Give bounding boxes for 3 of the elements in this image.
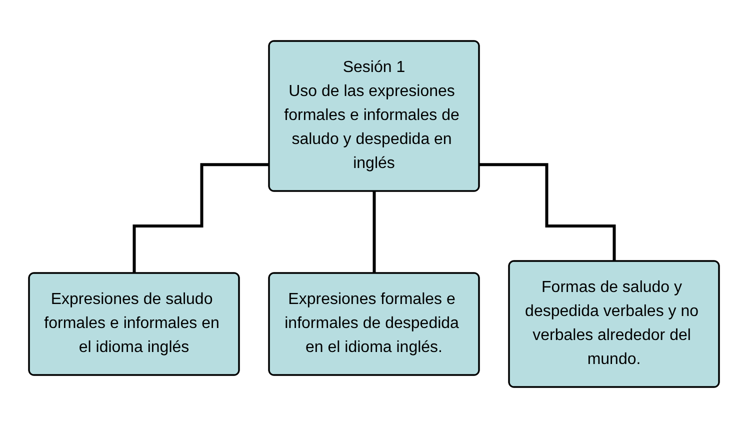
connector	[372, 190, 376, 274]
connector	[132, 162, 269, 274]
connector	[479, 162, 616, 262]
